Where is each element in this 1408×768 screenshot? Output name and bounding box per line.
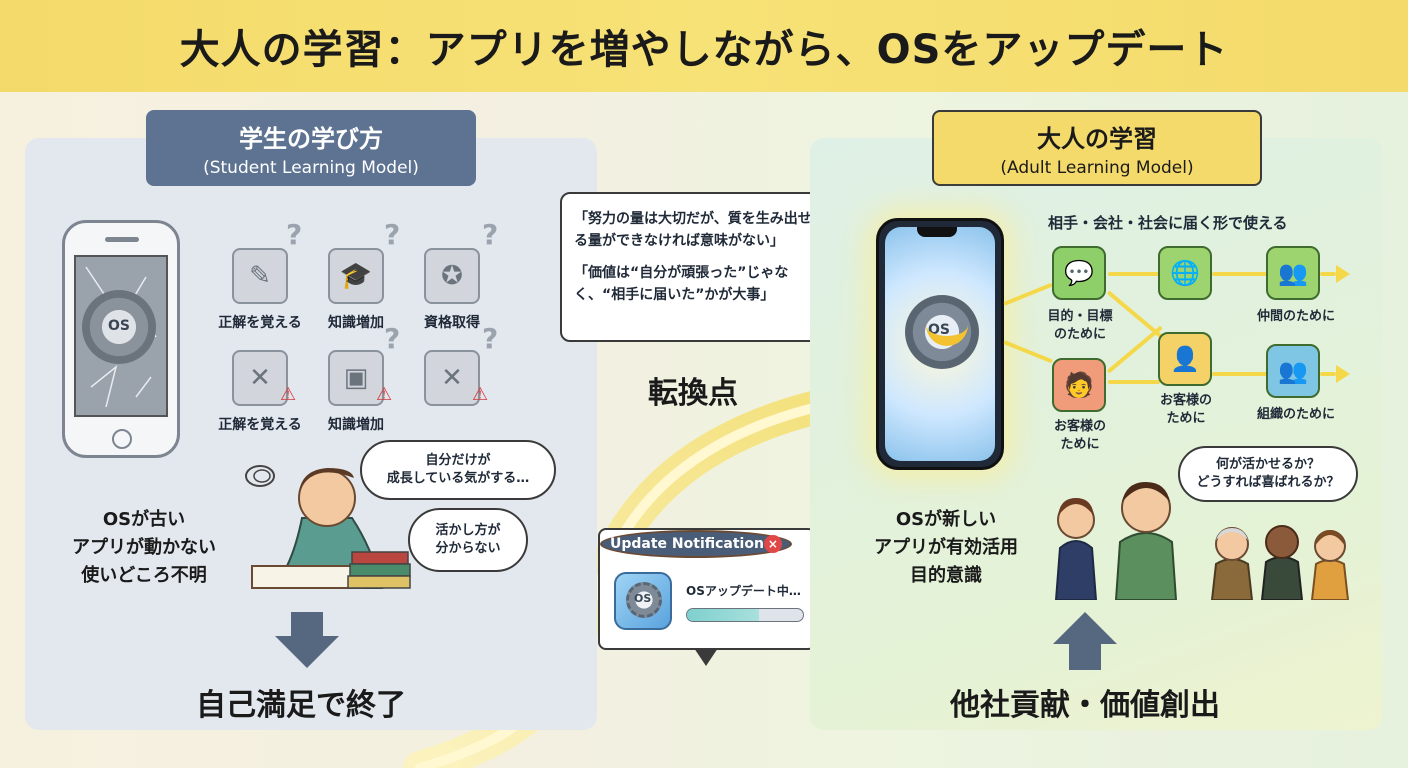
student-thought-bubble-1: 自分だけが 成長している気がする…: [360, 440, 556, 500]
broken-doc-icon: ✕: [232, 350, 288, 406]
use-heading: 相手・会社・社会に届く形で使える: [1048, 214, 1288, 232]
warning-icon: ⚠: [376, 384, 393, 405]
up-arrow-icon: [1053, 612, 1117, 644]
flow-line: [1108, 380, 1160, 384]
adult-status-line-2: アプリが有効活用: [874, 537, 1018, 558]
group-icon: 👥: [1266, 246, 1320, 300]
adult-outcome: 他社貢献・価値創出: [950, 688, 1220, 723]
up-arrow-stem-icon: [1069, 642, 1101, 670]
skill-label-4: 正解を覚える: [218, 417, 302, 433]
adult-thought-bubble: 何が活かせるか？ どうすれば喜ばれるか？: [1178, 446, 1358, 502]
flow-arrow-icon: [1336, 365, 1350, 383]
update-notification[interactable]: Update Notification × OS OSアップデート中…: [598, 528, 816, 650]
happy-people-icon: [1054, 482, 1350, 600]
adult-label-sub: (Adult Learning Model): [1000, 157, 1194, 178]
home-button: [112, 429, 132, 449]
skill-label-3: 資格取得: [424, 315, 480, 331]
question-icon: ?: [384, 218, 401, 251]
broken-window-icon: ▣: [328, 350, 384, 406]
flow-line: [1320, 272, 1336, 276]
student-outcome: 自己満足で終了: [196, 688, 406, 723]
old-os-gear-icon: [82, 290, 156, 364]
flow-line: [1108, 272, 1162, 276]
question-icon: ?: [482, 322, 499, 355]
adult-status: OSが新しい アプリが有効活用 目的意識: [858, 506, 1034, 590]
gear-icon: [626, 582, 662, 618]
update-progress-fill: [687, 609, 759, 621]
student-status-line-2: アプリが動かない: [72, 537, 216, 558]
graduation-cap-icon: 🎓: [328, 248, 384, 304]
team-icon: 👥: [1266, 344, 1320, 398]
notification-message: OSアップデート中…: [686, 584, 801, 598]
node-label-3: 仲間のために: [1256, 309, 1335, 324]
flow-line: [1212, 272, 1268, 276]
adult-status-line-1: OSが新しい: [895, 509, 997, 530]
adult-status-line-3: 目的意識: [910, 565, 982, 586]
flow-line: [1320, 372, 1336, 376]
certificate-icon: ✪: [424, 248, 480, 304]
os-banana-app-icon: OS: [614, 572, 672, 630]
node-label-4: お客様の ために: [1053, 419, 1106, 452]
error-window-icon: ✕: [424, 350, 480, 406]
quote-2: 「価値は“自分が頑張った”じゃなく、“相手に届いた”かが大事」: [574, 265, 789, 303]
question-icon: ?: [482, 218, 499, 251]
flow-arrow-icon: [1336, 265, 1350, 283]
person-icon: 👤: [1158, 332, 1212, 386]
page-title: 大人の学習：アプリを増やしながら、OSをアップデート: [179, 27, 1229, 73]
old-os-label: OS: [108, 318, 130, 334]
turning-point-label: 転換点: [648, 376, 738, 411]
flow-line: [1212, 372, 1268, 376]
quote-bubble: 「努力の量は大切だが、質を生み出せる量ができなければ意味がない」 「価値は“自分…: [560, 192, 850, 342]
banana-icon: [926, 318, 968, 346]
adult-label-main: 大人の学習: [1037, 124, 1157, 153]
confused-student-icon: [245, 465, 411, 589]
globe-icon: 🌐: [1158, 246, 1212, 300]
down-arrow-head-icon: [275, 636, 339, 668]
close-icon[interactable]: ×: [763, 535, 782, 553]
down-arrow-icon: [291, 612, 323, 638]
warning-icon: ⚠: [280, 384, 297, 405]
skill-label-1: 正解を覚える: [218, 315, 302, 331]
phone-notch: [917, 227, 957, 237]
customer-icon: 🧑: [1052, 358, 1106, 412]
chat-icon: 💬: [1052, 246, 1106, 300]
student-status-line-1: OSが古い: [102, 509, 186, 530]
quote-1: 「努力の量は大切だが、質を生み出せる量ができなければ意味がない」: [574, 211, 812, 249]
title-bar: 大人の学習：アプリを増やしながら、OSをアップデート: [0, 0, 1408, 92]
phone-speaker: [105, 237, 139, 242]
notification-tail: [694, 648, 718, 666]
node-label-1: 目的・目標 のために: [1047, 309, 1113, 342]
skill-label-2: 知識増加: [328, 315, 384, 331]
adult-label: 大人の学習 (Adult Learning Model): [932, 110, 1262, 186]
notification-header: Update Notification ×: [600, 530, 792, 558]
warning-icon: ⚠: [472, 384, 489, 405]
student-thought-bubble-2: 活かし方が 分からない: [408, 508, 528, 572]
node-label-5: お客様の ために: [1159, 393, 1212, 426]
student-label-main: 学生の学び方: [239, 124, 383, 153]
student-status-line-3: 使いどころ不明: [81, 565, 207, 586]
memo-icon: ✎: [232, 248, 288, 304]
app-os-label: OS: [634, 592, 652, 605]
notification-title: Update Notification: [610, 536, 764, 552]
skill-label-5: 知識増加: [328, 417, 384, 433]
update-progress-bar: [686, 608, 804, 622]
student-label: 学生の学び方 (Student Learning Model): [146, 110, 476, 186]
student-label-sub: (Student Learning Model): [203, 157, 419, 178]
node-label-6: 組織のために: [1256, 407, 1335, 422]
student-status: OSが古い アプリが動かない 使いどころ不明: [60, 506, 228, 590]
question-icon: ?: [384, 322, 401, 355]
question-icon: ?: [286, 218, 303, 251]
